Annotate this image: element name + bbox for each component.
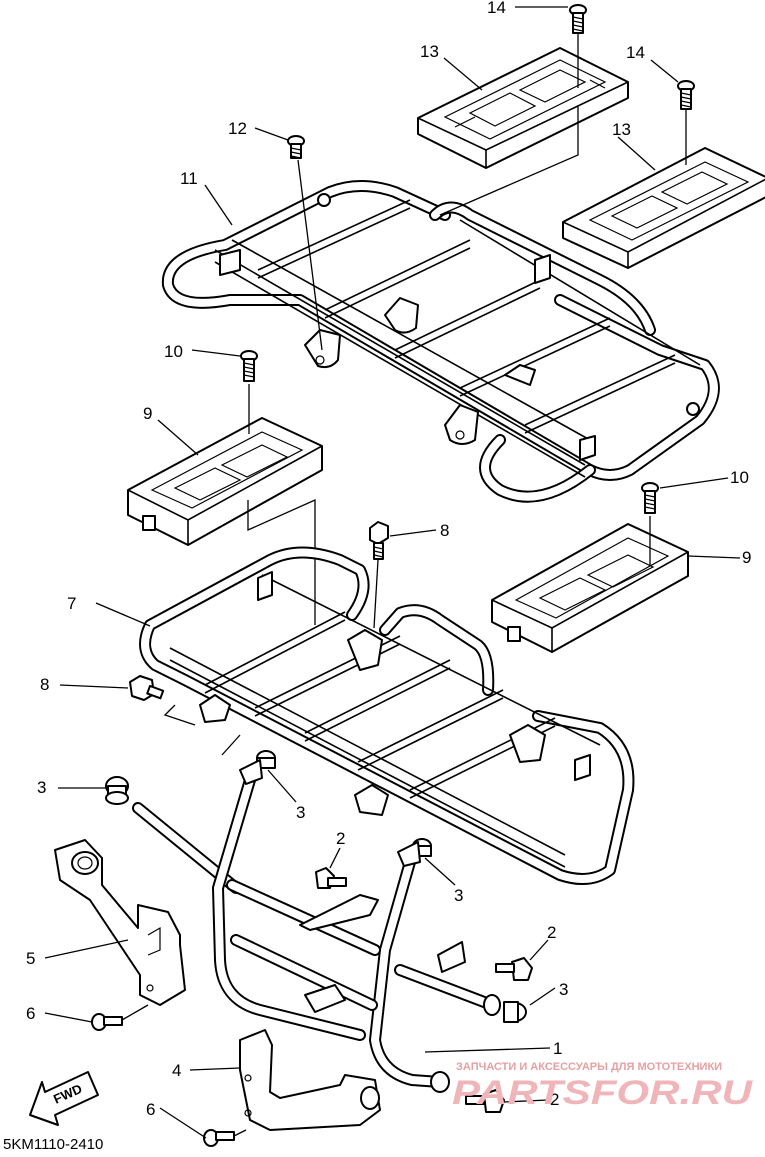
- watermark: ЗАПЧАСТИ И АКСЕССУАРЫ ДЛЯ МОТОТЕХНИКИ PA…: [452, 1061, 754, 1112]
- bolt-2-a: [315, 867, 347, 889]
- callout-9-left: 9: [143, 404, 152, 423]
- callout-10-right: 10: [730, 468, 749, 487]
- rack-pad-13-lower: [562, 147, 765, 269]
- callout-14-top: 14: [487, 0, 506, 17]
- forward-direction-arrow: FWD: [29, 1071, 99, 1126]
- callout-12: 12: [228, 119, 247, 138]
- callout-6-a: 6: [26, 1004, 35, 1023]
- collar-3-d: [503, 1001, 527, 1023]
- callout-13-lower: 13: [612, 120, 631, 139]
- callout-8-left: 8: [40, 675, 49, 694]
- side-bracket-5: [54, 839, 186, 1006]
- bolt-8-upper: [369, 521, 389, 629]
- screw-14-right: [677, 80, 695, 165]
- lower-rack: [139, 546, 635, 885]
- callout-9-right: 9: [742, 548, 751, 567]
- bolt-6-a: [91, 1004, 149, 1031]
- bolt-2-b: [495, 957, 533, 981]
- bolt-8-left: [129, 675, 196, 726]
- drawing-code: 5KM1110-2410: [3, 1136, 103, 1152]
- bolt-6-b: [203, 1129, 247, 1147]
- callout-2-c: 2: [550, 1090, 559, 1109]
- callout-3-b: 3: [296, 803, 305, 822]
- rack-pad-9-right: [491, 523, 689, 653]
- main-bracket: [132, 759, 501, 1093]
- callout-leaders: [44, 6, 741, 1139]
- callout-3-a: 3: [37, 778, 46, 797]
- callout-11: 11: [180, 169, 198, 188]
- callout-2-b: 2: [547, 923, 556, 942]
- screw-12: [287, 135, 323, 351]
- rack-pad-9-left: [127, 417, 323, 546]
- collar-3-a: [105, 776, 129, 805]
- screw-10-left: [240, 350, 258, 434]
- bolt-2-c: [465, 1089, 505, 1113]
- screw-14-top: [569, 4, 587, 88]
- callout-numbers: 14 13 14 13 12 11 10 9 10 9 8 7 8 3 3 2 …: [26, 0, 751, 1119]
- rack-pad-13-upper: [417, 47, 629, 169]
- watermark-logo: PARTSFOR.RU: [452, 1074, 754, 1112]
- callout-8-upper: 8: [440, 521, 449, 540]
- callout-3-c: 3: [454, 886, 463, 905]
- collar-3-b: [256, 750, 276, 769]
- callout-6-b: 6: [146, 1100, 155, 1119]
- screw-10-right: [641, 482, 659, 565]
- upper-rack: [161, 180, 720, 503]
- callout-2-a: 2: [336, 829, 345, 848]
- callout-14-right: 14: [626, 43, 645, 62]
- callout-5: 5: [26, 949, 35, 968]
- callout-4: 4: [172, 1061, 181, 1080]
- watermark-tagline: ЗАПЧАСТИ И АКСЕССУАРЫ ДЛЯ МОТОТЕХНИКИ: [456, 1061, 722, 1073]
- callout-10-left: 10: [164, 342, 183, 361]
- callout-7: 7: [67, 594, 76, 613]
- callout-1: 1: [553, 1039, 562, 1058]
- callout-3-d: 3: [559, 980, 568, 999]
- callout-13-top: 13: [420, 42, 439, 61]
- side-bracket-4: [239, 1029, 381, 1131]
